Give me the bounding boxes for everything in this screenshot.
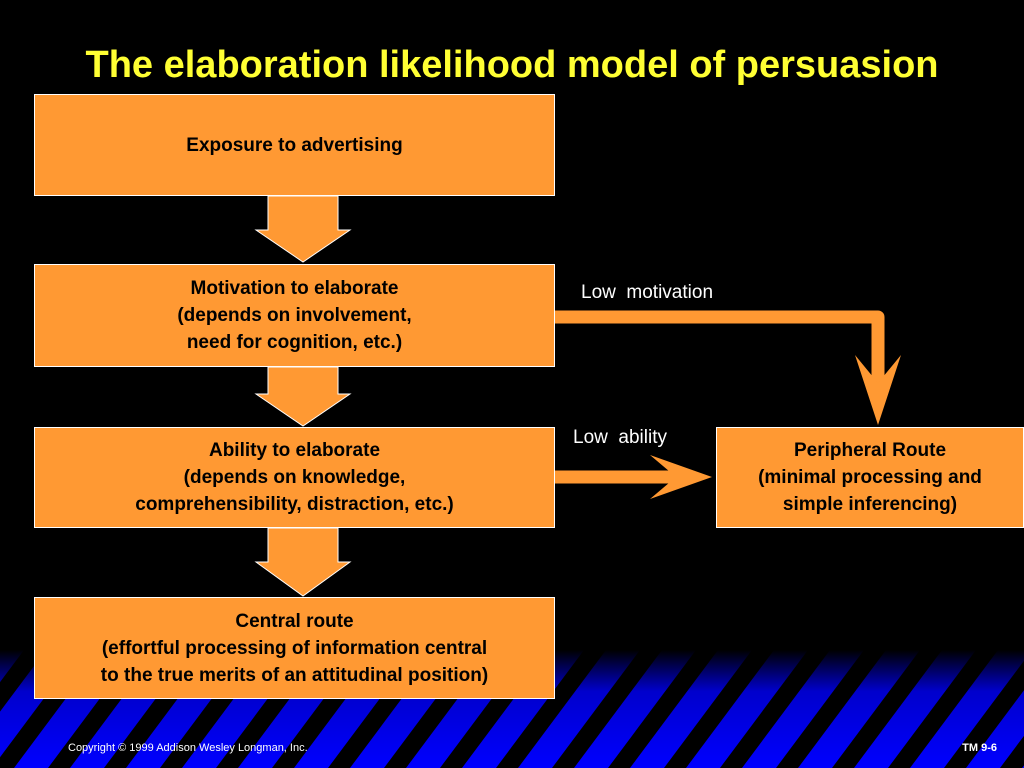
ability-line-1: Ability to elaborate: [208, 440, 381, 461]
motivation-line-2: (depends on involvement,: [177, 305, 412, 326]
ability-line-3: comprehensibility, distraction, etc.): [135, 494, 454, 515]
low-ability-arrowhead: [650, 455, 712, 499]
ability-line-2: (depends on knowledge,: [183, 467, 406, 488]
low-motivation-label: Low motivation: [581, 282, 714, 303]
stripe: [832, 650, 942, 768]
ability-box: Ability to elaborate (depends on knowled…: [34, 427, 555, 528]
stripe: [720, 650, 830, 768]
down-arrow-2: [254, 366, 352, 427]
stripe: [552, 650, 662, 768]
stripe: [1000, 735, 1024, 768]
peripheral-line-1: Peripheral Route: [793, 440, 947, 461]
low-ability-label: Low ability: [573, 427, 667, 448]
motivation-line-1: Motivation to elaborate: [190, 278, 399, 299]
central-route-box: Central route (effortful processing of i…: [34, 597, 555, 699]
central-line-3: to the true merits of an attitudinal pos…: [100, 664, 489, 686]
copyright-text: Copyright © 1999 Addison Wesley Longman,…: [68, 742, 308, 754]
stripe: [944, 660, 1024, 768]
exposure-box: Exposure to advertising: [34, 94, 555, 196]
peripheral-route-box: Peripheral Route (minimal processing and…: [716, 427, 1024, 528]
peripheral-line-2: (minimal processing and: [758, 467, 982, 488]
slide-number: TM 9-6: [962, 742, 997, 754]
central-line-2: (effortful processing of information cen…: [101, 637, 488, 659]
low-motivation-arrowhead: [855, 355, 901, 425]
slide-title: The elaboration likelihood model of pers…: [85, 44, 939, 86]
motivation-box: Motivation to elaborate (depends on invo…: [34, 264, 555, 367]
stripe: [0, 650, 46, 712]
down-arrow-1: [254, 195, 352, 263]
down-arrow-3: [254, 527, 352, 597]
stripe: [664, 650, 774, 768]
stripe: [608, 650, 718, 768]
stripe: [888, 650, 998, 768]
low-motivation-arrow: [554, 310, 885, 400]
central-line-1: Central route: [235, 610, 354, 632]
exposure-line-1: Exposure to advertising: [186, 134, 403, 156]
stripe: [776, 650, 886, 768]
peripheral-line-3: simple inferencing): [782, 494, 958, 515]
motivation-line-3: need for cognition, etc.): [186, 332, 403, 353]
stripe: [496, 650, 606, 768]
